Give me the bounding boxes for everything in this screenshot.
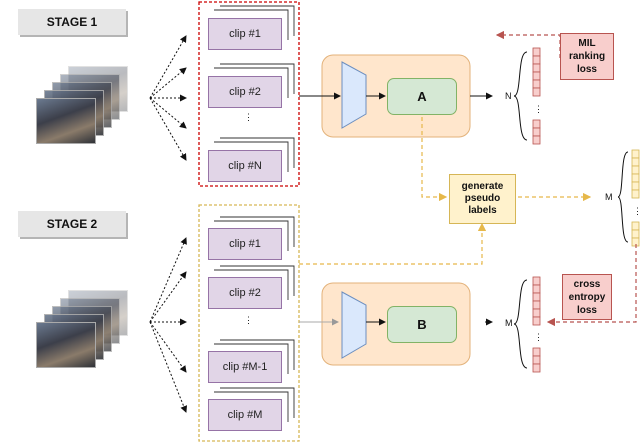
module-a: A: [387, 78, 457, 115]
stage2-fan-arrows: [149, 237, 188, 413]
count-m-pseudo-label: M: [605, 192, 613, 202]
stage1-score-bar: [532, 47, 541, 145]
count-n-label: N: [505, 91, 512, 101]
pseudo-label-brace: [617, 151, 629, 243]
stage1-brace: [513, 51, 528, 141]
stage2-clip-1: clip #1: [208, 228, 282, 260]
encoder-b-icon: [341, 291, 367, 359]
count-m-stage2-label: M: [505, 318, 513, 328]
video-frame-thumbnail: [36, 98, 96, 144]
cross-entropy-loss-box: cross entropy loss: [562, 274, 612, 320]
stage2-brace: [513, 279, 528, 369]
stage2-badge: STAGE 2: [18, 211, 126, 237]
stage1-fan-arrows: [149, 35, 187, 161]
stage1-score-ellipsis: ⋮: [534, 104, 543, 114]
stage2-clip-2: clip #2: [208, 277, 282, 309]
stage1-clip-ellipsis: ⋮: [244, 112, 253, 122]
stage2-score-ellipsis: ⋮: [534, 332, 543, 342]
stage2-clip-m: clip #M: [208, 399, 282, 431]
stage1-clip-2: clip #2: [208, 76, 282, 108]
stage2-score-bar: [532, 276, 541, 373]
generate-pseudo-labels-box: generate pseudo labels: [449, 174, 516, 224]
stage1-clip-stacks: [214, 5, 295, 172]
stage1-clip-n: clip #N: [208, 150, 282, 182]
video-frame-thumbnail: [36, 322, 96, 368]
pseudo-score-ellipsis: ⋮: [633, 206, 640, 216]
encoder-a-icon: [341, 61, 367, 129]
pseudo-label-arrows: [299, 117, 592, 265]
stage1-clips-frame: [198, 1, 300, 187]
stage2-clip-stacks: [214, 216, 295, 422]
mil-ranking-loss-box: MIL ranking loss: [560, 33, 614, 80]
stage2-clip-m-1: clip #M-1: [208, 351, 282, 383]
pseudo-label-bar: [631, 149, 640, 247]
stage2-clips-frame: [198, 204, 300, 442]
stage1-clip-1: clip #1: [208, 18, 282, 50]
stage2-clip-ellipsis: ⋮: [244, 315, 253, 325]
stage1-badge: STAGE 1: [18, 9, 126, 35]
module-b: B: [387, 306, 457, 343]
